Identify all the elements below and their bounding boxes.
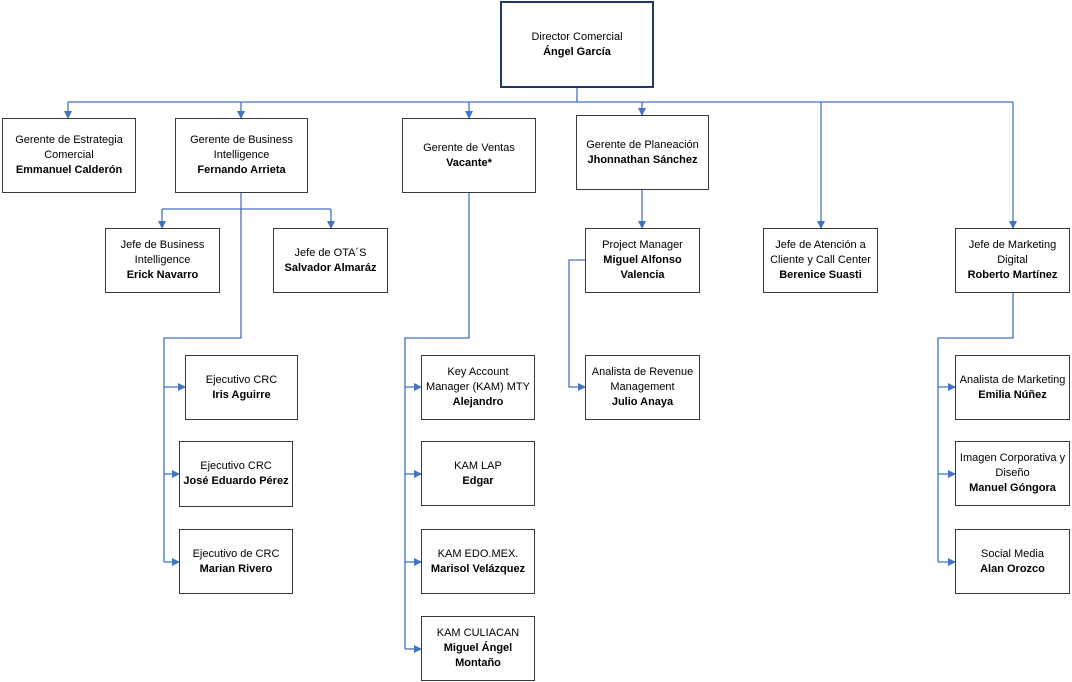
- kam-edomex-box: KAM EDO.MEX. Marisol Velázquez: [421, 529, 535, 594]
- marketing-role: Jefe de Marketing Digital: [968, 239, 1057, 266]
- analista-mkt-box: Analista de Marketing Emilia Núñez: [955, 355, 1070, 420]
- crc2-box: Ejecutivo CRC José Eduardo Pérez: [179, 441, 293, 507]
- atencion-role: Jefe de Atención a Cliente y Call Center: [770, 239, 871, 266]
- social-name: Alan Orozco: [980, 562, 1045, 575]
- jefe-bi-role: Jefe de Business Intelligence: [120, 239, 205, 266]
- social-role: Social Media: [981, 547, 1044, 560]
- otas-box: Jefe de OTA´S Salvador Almaráz: [273, 228, 388, 293]
- crc2-name: José Eduardo Pérez: [183, 475, 289, 487]
- estrategia-name: Emmanuel Calderón: [15, 164, 123, 176]
- crc1-role: Ejecutivo CRC: [205, 373, 278, 386]
- jefe-bi-name: Erick Navarro: [126, 269, 199, 281]
- crc1-box: Ejecutivo CRC Iris Aguirre: [185, 355, 298, 420]
- project-manager-role: Project Manager: [602, 239, 683, 251]
- connector-pm-revenue-path: [568, 259, 586, 391]
- jefe-bi-box: Jefe de Business Intelligence Erick Nava…: [105, 228, 220, 293]
- kam-mty-box: Key Account Manager (KAM) MTY Alejandro: [421, 355, 535, 420]
- director-box: Director Comercial Ángel García: [500, 1, 654, 88]
- kam-lap-role: KAM LAP: [454, 459, 502, 472]
- revenue-role: Analista de Revenue Management: [591, 366, 694, 393]
- kam-culiacan-box: KAM CULIACAN Miguel Ángel Montaño: [421, 616, 535, 681]
- otas-role: Jefe de OTA´S: [294, 246, 367, 259]
- bi-manager-name: Fernando Arrieta: [197, 164, 286, 176]
- social-box: Social Media Alan Orozco: [955, 529, 1070, 594]
- revenue-name: Julio Anaya: [611, 396, 674, 408]
- kam-mty-role: Key Account Manager (KAM) MTY: [426, 366, 530, 393]
- kam-edomex-name: Marisol Velázquez: [430, 562, 526, 575]
- atencion-name: Berenice Suasti: [779, 269, 862, 281]
- project-manager-box: Project Manager Miguel Alfonso Valencia: [585, 228, 700, 293]
- bi-manager-role: Gerente de Business Intelligence: [190, 134, 293, 161]
- revenue-box: Analista de Revenue Management Julio Ana…: [585, 355, 700, 420]
- marketing-name: Roberto Martínez: [967, 269, 1058, 281]
- kam-culiacan-name: Miguel Ángel Montaño: [443, 642, 513, 669]
- crc3-role: Ejecutivo de CRC: [192, 547, 280, 560]
- kam-lap-box: KAM LAP Edgar: [421, 441, 535, 506]
- marketing-box: Jefe de Marketing Digital Roberto Martín…: [955, 228, 1070, 293]
- ventas-name: Vacante*: [446, 156, 492, 169]
- imagen-role: Imagen Corporativa y Diseño: [959, 452, 1066, 479]
- kam-culiacan-role: KAM CULIACAN: [436, 627, 520, 639]
- crc3-box: Ejecutivo de CRC Marian Rivero: [179, 529, 293, 594]
- director-name: Ángel García: [543, 45, 611, 58]
- planeacion-box: Gerente de Planeación Jhonnathan Sánchez: [576, 115, 709, 190]
- estrategia-box: Gerente de Estrategia Comercial Emmanuel…: [2, 118, 136, 193]
- planeacion-role: Gerente de Planeación: [586, 138, 699, 151]
- ventas-role: Gerente de Ventas: [423, 141, 515, 154]
- crc2-role: Ejecutivo CRC: [200, 460, 272, 472]
- connector-bi-crc-path: [163, 209, 242, 562]
- planeacion-name: Jhonnathan Sánchez: [587, 153, 698, 166]
- analista-mkt-name: Emilia Núñez: [978, 388, 1047, 401]
- ventas-box: Gerente de Ventas Vacante*: [402, 118, 536, 193]
- analista-mkt-role: Analista de Marketing: [959, 373, 1066, 386]
- crc1-name: Iris Aguirre: [212, 388, 271, 401]
- estrategia-role: Gerente de Estrategia Comercial: [15, 134, 123, 161]
- kam-edomex-role: KAM EDO.MEX.: [437, 547, 519, 560]
- project-manager-name: Miguel Alfonso Valencia: [603, 254, 682, 281]
- otas-name: Salvador Almaráz: [284, 261, 377, 274]
- kam-mty-name: Alejandro: [452, 396, 504, 408]
- director-role: Director Comercial: [531, 30, 623, 43]
- imagen-box: Imagen Corporativa y Diseño Manuel Góngo…: [955, 441, 1070, 506]
- kam-lap-name: Edgar: [462, 474, 494, 487]
- connector-ventas-path: [404, 193, 470, 649]
- bi-manager-box: Gerente de Business Intelligence Fernand…: [175, 118, 308, 193]
- crc3-name: Marian Rivero: [199, 562, 273, 575]
- connector-mkt-path: [937, 293, 1014, 562]
- imagen-name: Manuel Góngora: [969, 482, 1056, 494]
- atencion-box: Jefe de Atención a Cliente y Call Center…: [763, 228, 878, 293]
